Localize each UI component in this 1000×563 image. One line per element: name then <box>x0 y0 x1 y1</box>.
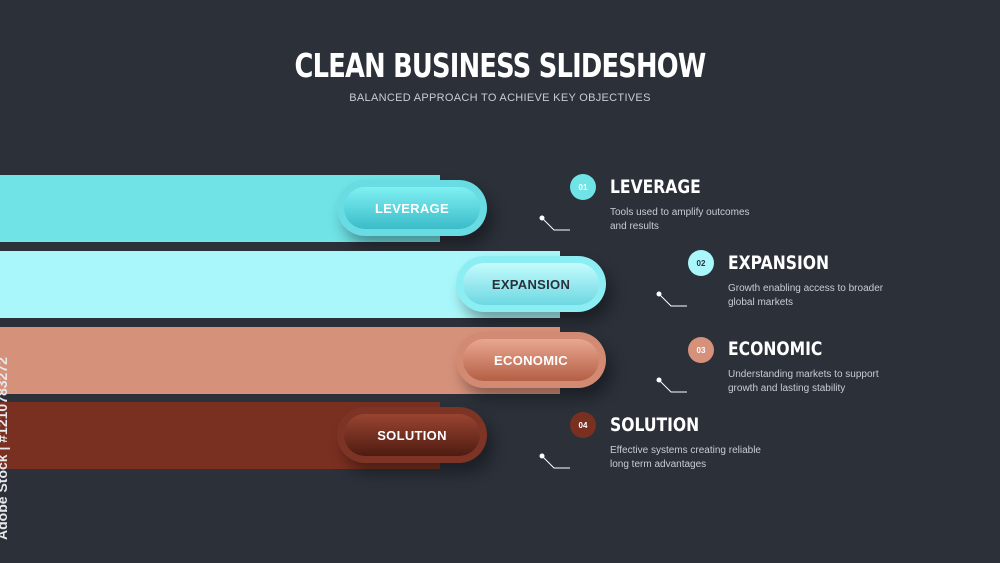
step-number-04: 04 <box>570 412 596 438</box>
pill-economic-label: ECONOMIC <box>494 352 568 368</box>
slide-title: CLEAN BUSINESS SLIDESHOW <box>294 46 706 85</box>
description-leverage-line2: and results <box>610 221 659 232</box>
description-solution: Effective systems creating reliable long… <box>610 444 800 472</box>
heading-solution: SOLUTION <box>610 414 700 436</box>
description-leverage: Tools used to amplify outcomes and resul… <box>610 206 800 234</box>
pill-leverage: LEVERAGE <box>337 180 487 236</box>
description-economic-line1: Understanding markets to support <box>728 369 879 380</box>
pill-economic: ECONOMIC <box>456 332 606 388</box>
step-number-02: 02 <box>688 250 714 276</box>
connector-solution <box>539 453 570 469</box>
pill-solution: SOLUTION <box>337 407 487 463</box>
pill-expansion: EXPANSION <box>456 256 606 312</box>
step-number-03: 03 <box>688 337 714 363</box>
heading-expansion: EXPANSION <box>728 252 830 274</box>
connector-expansion <box>656 291 687 307</box>
description-solution-line1: Effective systems creating reliable <box>610 445 761 456</box>
stock-watermark: Adobe Stock | #1210783272 <box>0 357 10 540</box>
description-economic: Understanding markets to support growth … <box>728 368 918 396</box>
description-expansion-line1: Growth enabling access to broader <box>728 283 884 294</box>
pill-expansion-label: EXPANSION <box>491 276 571 292</box>
step-number-01: 01 <box>570 174 596 200</box>
description-expansion: Growth enabling access to broader global… <box>728 282 918 310</box>
connector-economic <box>656 377 687 393</box>
connector-leverage <box>539 215 570 231</box>
heading-economic: ECONOMIC <box>728 338 823 360</box>
description-leverage-line1: Tools used to amplify outcomes <box>610 207 750 218</box>
slide-subtitle: BALANCED APPROACH TO ACHIEVE KEY OBJECTI… <box>349 92 651 104</box>
pill-solution-label: SOLUTION <box>377 427 447 443</box>
description-solution-line2: long term advantages <box>610 459 707 470</box>
description-expansion-line2: global markets <box>728 297 794 308</box>
heading-leverage: LEVERAGE <box>610 176 701 198</box>
pill-leverage-label: LEVERAGE <box>375 200 449 216</box>
description-economic-line2: growth and lasting stability <box>728 383 846 394</box>
